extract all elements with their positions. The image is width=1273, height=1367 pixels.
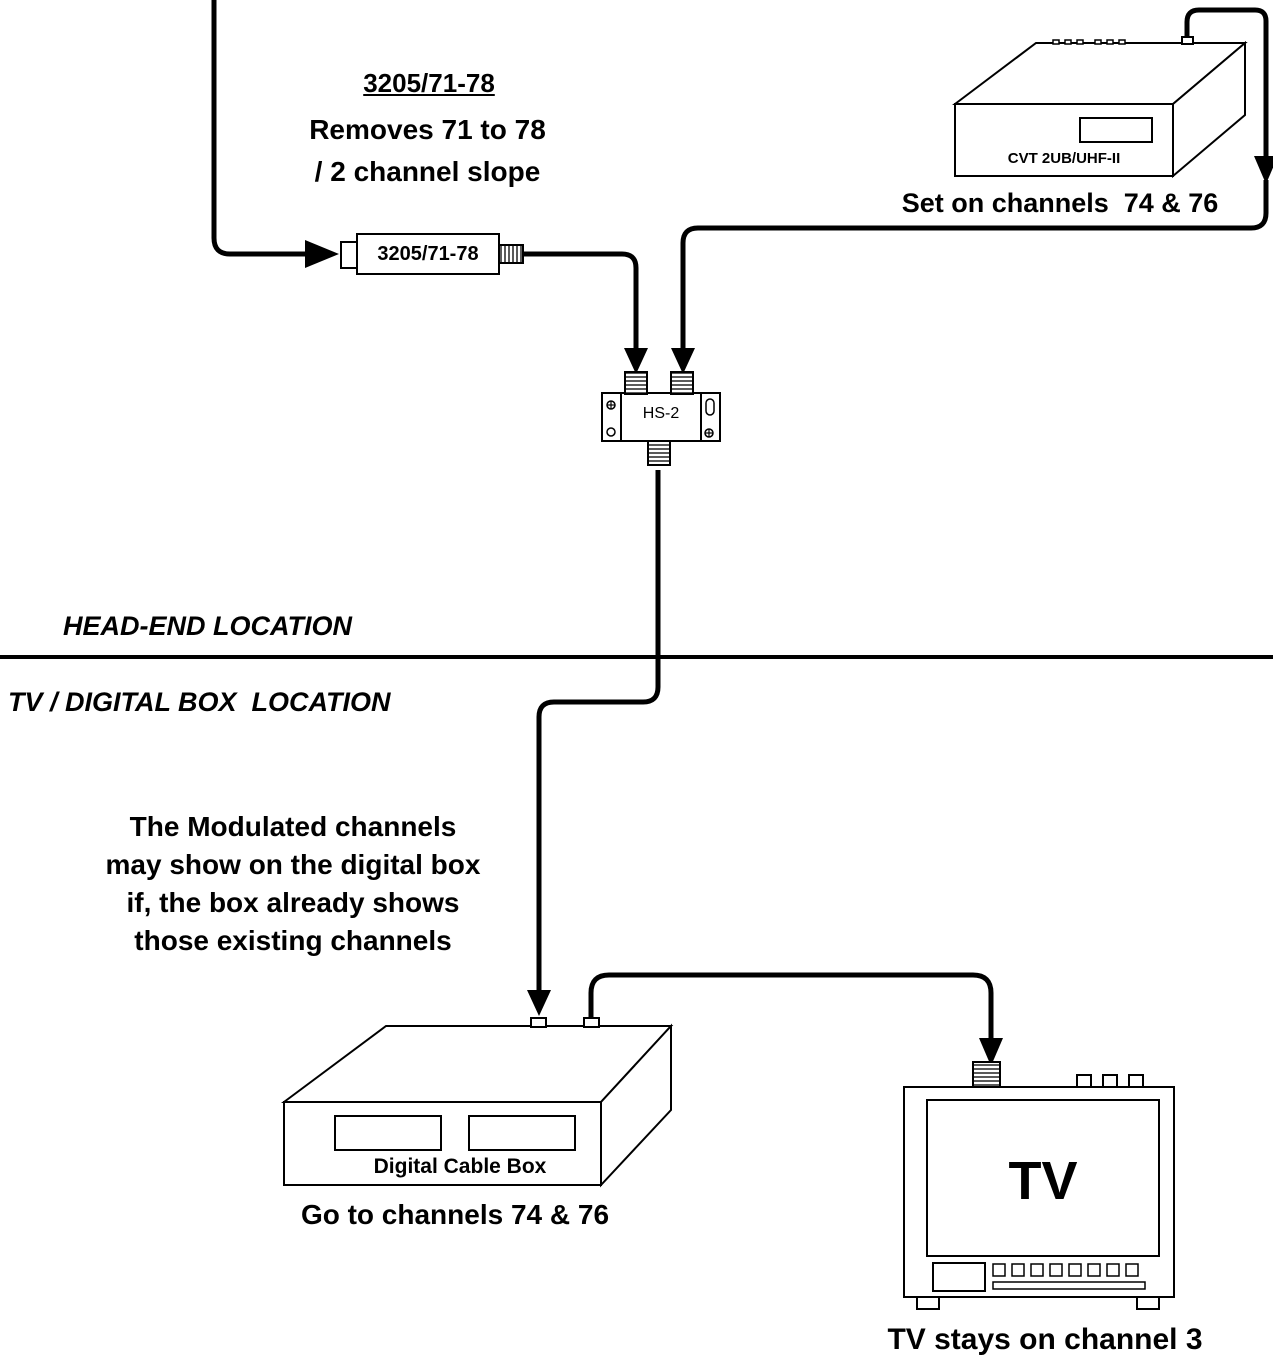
tv-digital-box-location-label: TV / DIGITAL BOX LOCATION <box>8 687 391 717</box>
splitter-left-input-arrow <box>624 348 648 374</box>
splitter-right-input-arrow <box>671 348 695 374</box>
filter-heading: 3205/71-78 <box>363 68 495 98</box>
cable-box-input-arrow <box>527 990 551 1016</box>
modulator-return-arrow <box>1254 156 1273 184</box>
modulator-output-cable <box>1184 7 1269 158</box>
cable-box-device-label: Digital Cable Box <box>373 1155 547 1178</box>
tv-caption: TV stays on channel 3 <box>887 1323 1203 1356</box>
filter-device-label: 3205/71-78 <box>377 243 479 265</box>
modulator-to-splitter-cable <box>680 180 1269 350</box>
tv-input-arrow <box>979 1038 1003 1066</box>
filter-to-splitter-cable <box>524 251 639 350</box>
splitter-hs2 <box>601 371 721 466</box>
splitter-device-label: HS-2 <box>642 405 680 422</box>
filter-3205 <box>340 233 524 275</box>
filter-description-line2: / 2 channel slope <box>314 156 541 187</box>
filter-input-arrow <box>305 240 339 268</box>
incoming-cable <box>211 0 310 257</box>
modulated-channels-note: The Modulated channels may show on the d… <box>105 811 481 956</box>
filter-description-line1: Removes 71 to 78 <box>309 114 546 145</box>
box-to-tv-cable <box>588 972 994 1040</box>
cable-box-caption: Go to channels 74 & 76 <box>300 1199 610 1230</box>
modulator-caption: Set on channels 74 & 76 <box>901 188 1219 218</box>
television <box>903 1061 1175 1310</box>
modulator-device-label: CVT 2UB/UHF-II <box>1007 150 1121 167</box>
splitter-to-box-cable <box>536 470 661 990</box>
tv-screen-label: TV <box>1008 1151 1078 1211</box>
modulator-cvt <box>952 36 1248 179</box>
digital-cable-box <box>280 1017 674 1188</box>
head-end-location-label: HEAD-END LOCATION <box>63 611 352 641</box>
